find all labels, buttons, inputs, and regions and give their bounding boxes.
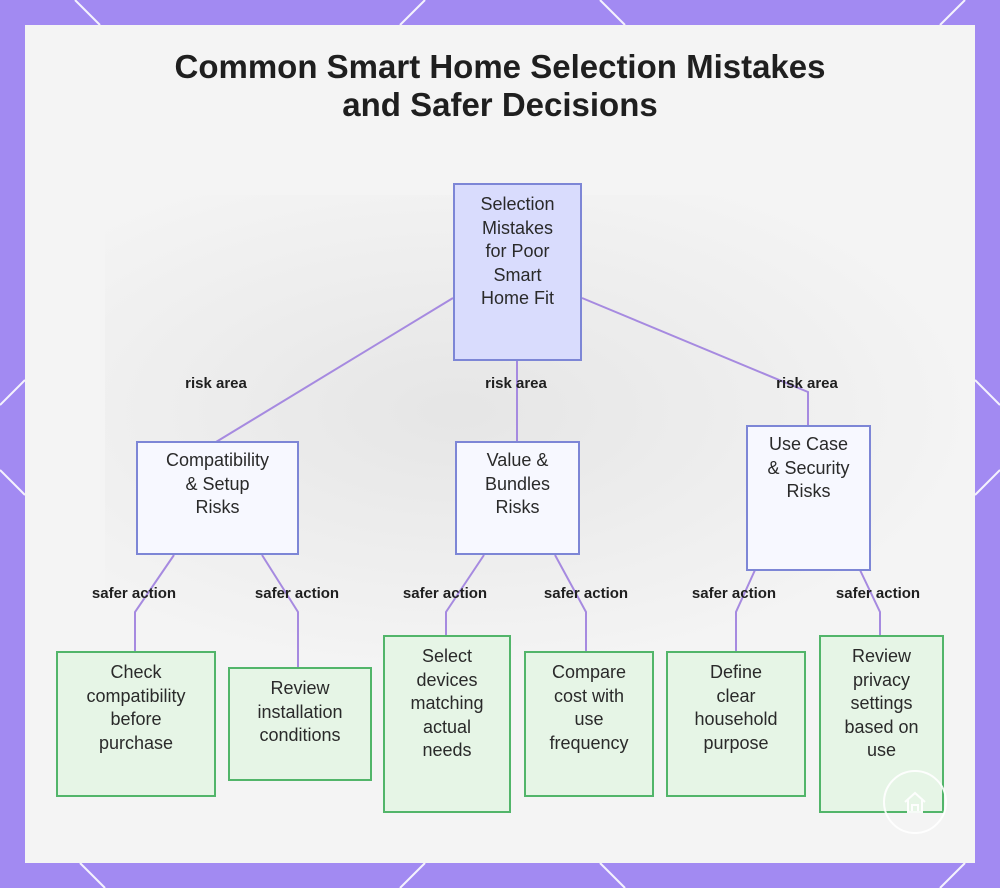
action-line: needs [422,740,472,760]
edge-label-safer-action-4: safer action [543,585,629,602]
root-line: Mistakes [481,217,553,238]
risk-node-value-bundles: Value & Bundles Risks [455,441,580,555]
edge-label-risk-area-3: risk area [776,375,838,392]
root-line: for Poor [485,241,550,261]
action-line: Define [709,662,762,682]
edge-label-risk-area-2: risk area [485,375,547,392]
edge-label-safer-action-6: safer action [835,585,921,602]
action-line: use [866,740,896,760]
action-node-check-compatibility: Check compatibility before purchase [56,651,216,797]
action-line: purchase [98,732,174,753]
connector-root-risk-1 [215,297,454,443]
action-line: Compare [551,662,627,682]
connector-risk2-action2 [554,554,587,652]
action-line: privacy [852,669,910,690]
root-node: Selection Mistakes for Poor Smart Home F… [453,183,582,361]
action-line: installation [257,701,343,722]
connector-risk3-action1 [735,569,756,652]
risk-line: Bundles [484,473,551,494]
action-line: purpose [703,732,769,753]
action-line: household [694,709,778,729]
edge-label-safer-action-1: safer action [91,585,177,602]
action-line: actual [422,716,472,737]
risk-line: Value & [486,450,549,470]
action-line: based on [844,716,919,737]
risk-line: Use Case [768,434,849,454]
connector-risk2-action1 [445,554,485,636]
action-line: clear [716,685,756,706]
risk-line: Compatibility [165,450,270,470]
risk-line: Risks [786,481,831,501]
edge-label-risk-area-1: risk area [185,375,247,392]
edge-label-safer-action-3: safer action [402,585,488,602]
title-line-1: Common Smart Home Selection Mistakes [174,48,826,85]
root-line: Home Fit [480,288,554,308]
connector-risk3-action2 [859,569,881,636]
connector-risk1-action1 [134,554,175,652]
edge-label-safer-action-2: safer action [254,585,340,602]
page-title: Common Smart Home Selection Mistakes and… [0,48,1000,124]
action-line: cost with [553,685,625,706]
action-line: Select [421,646,472,666]
action-node-review-installation: Review installation conditions [228,667,372,781]
connector-risk1-action2 [261,554,299,668]
house-watermark-icon [883,770,947,834]
action-line: conditions [259,725,341,745]
risk-line: Risks [195,497,240,517]
risk-node-compatibility: Compatibility & Setup Risks [136,441,299,555]
root-line: Smart [493,264,542,285]
action-line: matching [410,693,484,713]
connector-root-risk-3 [581,297,809,426]
action-line: settings [850,693,913,713]
root-line: Selection [480,194,555,214]
action-line: before [110,709,162,729]
action-line: use [574,709,604,729]
risk-line: Risks [495,497,540,517]
action-line: Review [270,678,330,698]
action-node-select-devices: Select devices matching actual needs [383,635,511,813]
action-node-review-privacy: Review privacy settings based on use [819,635,944,813]
action-node-compare-cost: Compare cost with use frequency [524,651,654,797]
risk-line: & Security [767,457,850,478]
action-line: Review [851,646,911,666]
action-line: Check [110,662,162,682]
action-line: frequency [549,732,629,753]
risk-node-use-case-security: Use Case & Security Risks [746,425,871,571]
risk-line: & Setup [185,473,250,494]
action-node-define-purpose: Define clear household purpose [666,651,806,797]
action-line: devices [416,669,478,690]
action-line: compatibility [86,685,186,706]
edge-label-safer-action-5: safer action [691,585,777,602]
title-line-2: and Safer Decisions [342,86,658,123]
